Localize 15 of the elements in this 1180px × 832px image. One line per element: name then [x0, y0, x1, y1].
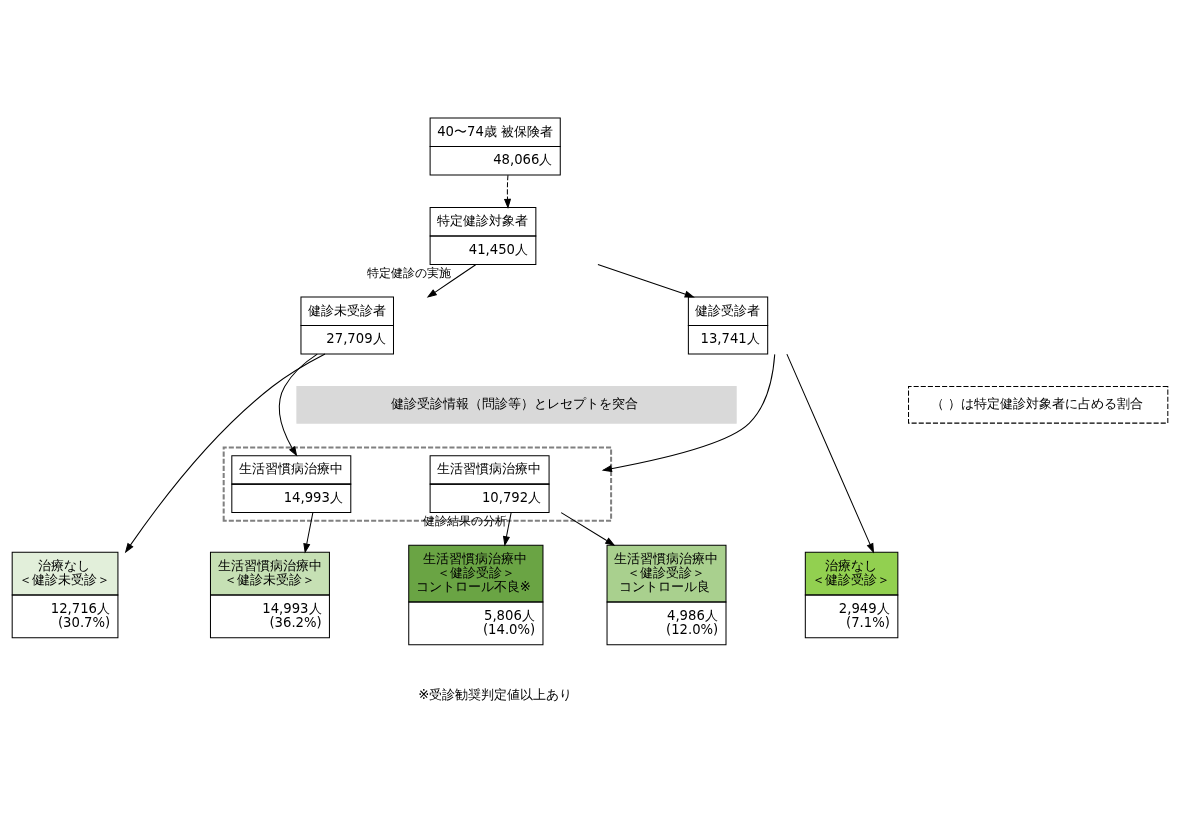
label: ※受診勧奨判定値以上あり — [418, 687, 573, 703]
arrow — [502, 512, 512, 547]
arrow — [560, 512, 616, 546]
arrow — [503, 174, 512, 210]
arrow — [426, 264, 477, 298]
arrow — [124, 353, 326, 554]
arrow — [597, 264, 695, 298]
node-box: （ ）は特定健診対象者に占める割合 — [908, 386, 1169, 424]
arrow — [303, 512, 314, 554]
arrow — [601, 353, 776, 473]
arrow — [278, 353, 318, 457]
edge-label: 健診結果の分析 — [422, 514, 507, 529]
arrow — [786, 353, 875, 554]
node-box: 健診受診情報（問診等）とレセプトを突合 — [296, 386, 737, 424]
edge-label: 特定健診の実施 — [366, 266, 451, 281]
